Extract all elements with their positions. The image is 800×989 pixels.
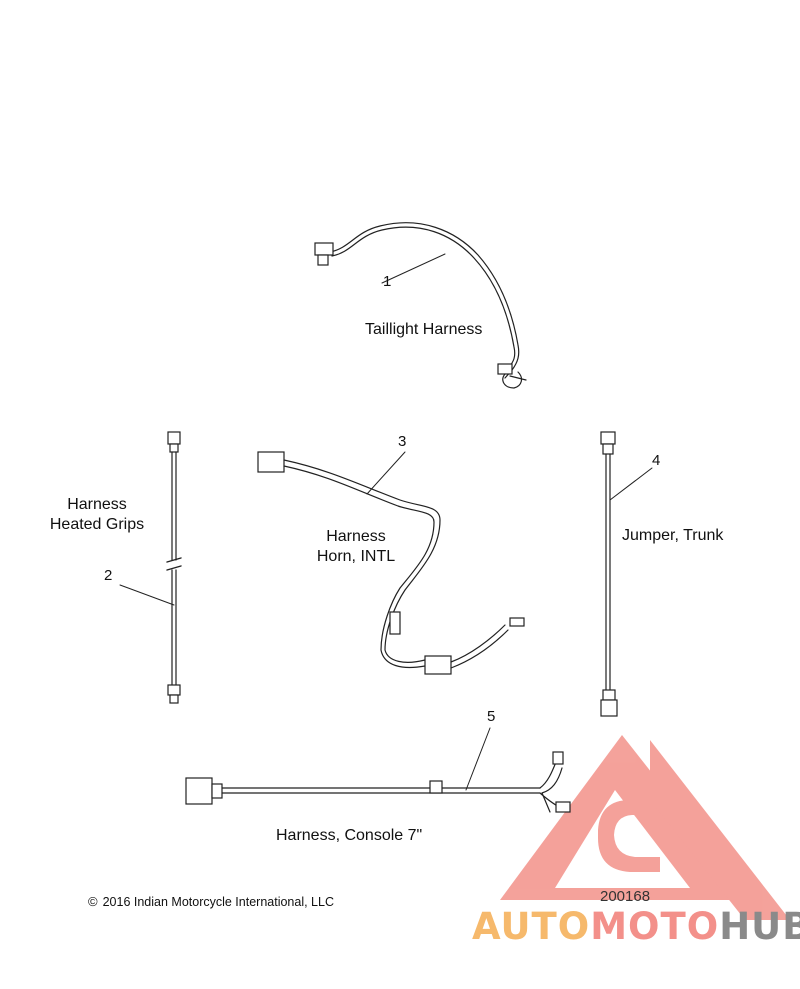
taillight-harness [314, 222, 527, 389]
watermark-hub: HUB [719, 905, 800, 948]
taillight-harness-label: Taillight Harness [365, 321, 483, 338]
callout-number-2: 2 [104, 567, 113, 584]
horn-intl-label-line2: Horn, INTL [316, 548, 396, 565]
part-number: 200168 [600, 888, 651, 905]
watermark-auto: AUTO [472, 905, 591, 948]
heated-grips-label-line2: Heated Grips [49, 516, 145, 533]
heated-grips-label: Harness Heated Grips [42, 495, 152, 535]
heated-grips-harness [119, 431, 182, 704]
callout-number-3: 3 [398, 433, 407, 450]
heated-grips-label-line1: Harness [67, 496, 127, 513]
watermark-text: AUTOMOTOHUB [472, 905, 800, 948]
horn-intl-harness [257, 451, 525, 675]
callout-number-5: 5 [487, 708, 496, 725]
horn-intl-label-line1: Harness [326, 528, 386, 545]
copyright-notice: © 2016 Indian Motorcycle International, L… [88, 894, 334, 909]
console-harness [185, 727, 571, 813]
callout-number-1: 1 [383, 273, 392, 290]
watermark-logo-icon [500, 735, 790, 920]
copyright-symbol: © [88, 894, 98, 909]
jumper-trunk-label: Jumper, Trunk [622, 527, 724, 544]
console-harness-label: Harness, Console 7" [276, 827, 423, 844]
callout-number-4: 4 [652, 452, 661, 469]
horn-intl-label: Harness Horn, INTL [306, 527, 406, 567]
watermark-moto: MOTO [590, 905, 720, 948]
jumper-trunk-harness [600, 431, 653, 717]
copyright-text: 2016 Indian Motorcycle International, LL… [102, 895, 334, 909]
